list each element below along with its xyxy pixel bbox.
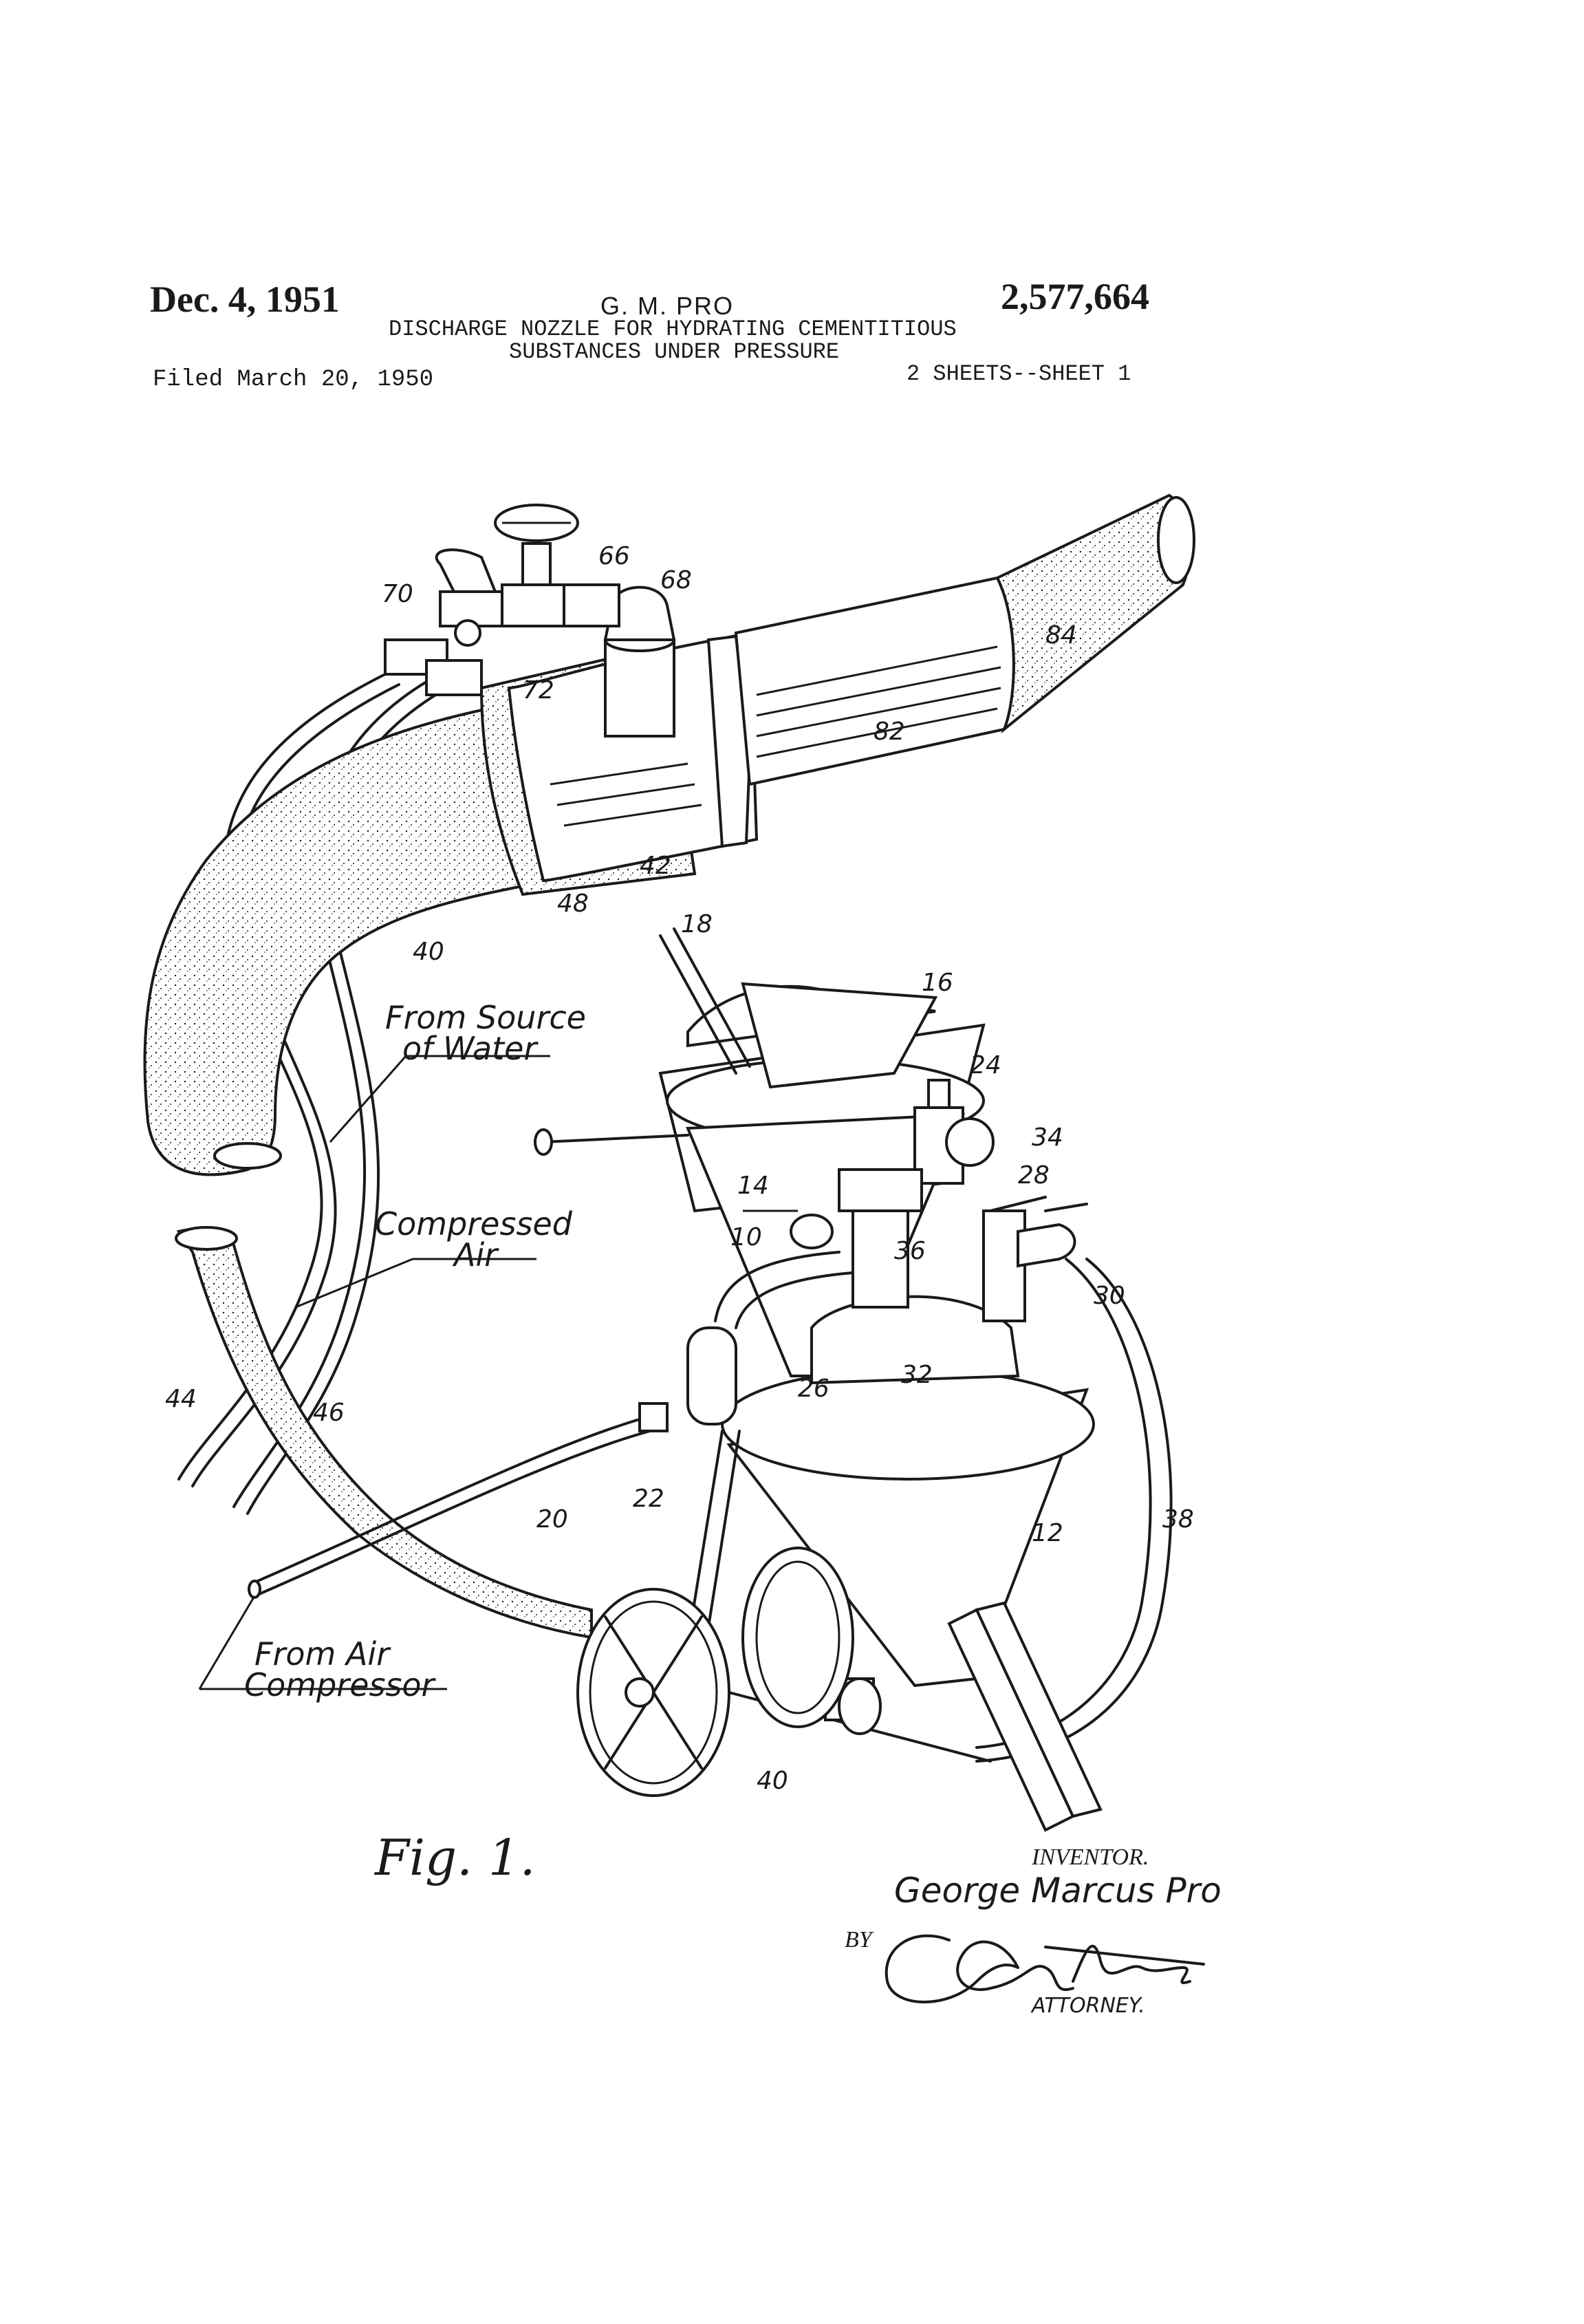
caption-compressor-line-1: From Air — [254, 1635, 391, 1672]
caption-compressor-line-2: Compressor — [244, 1666, 437, 1703]
coupling-nut — [706, 634, 752, 848]
numeral-42: 42 — [640, 852, 671, 880]
funnel-16 — [659, 927, 938, 1089]
caption-water-line-2: of Water — [402, 1030, 539, 1067]
patent-date: Dec. 4, 1951 — [150, 279, 340, 320]
attorney-label: ATTORNEY. — [1030, 1994, 1145, 2018]
sheet-count: 2 SHEETS--SHEET 1 — [907, 361, 1131, 387]
numeral-66: 66 — [598, 542, 630, 570]
numeral-36: 36 — [894, 1237, 926, 1265]
numeral-16: 16 — [922, 969, 953, 997]
valve-manifold — [838, 1079, 1088, 1322]
numeral-34: 34 — [1032, 1123, 1063, 1152]
numeral-46: 46 — [313, 1399, 345, 1427]
reference-numerals: 10 12 14 16 18 20 22 24 26 28 30 32 34 3… — [165, 542, 1194, 1795]
figure-label: Fig. 1. — [373, 1829, 536, 1886]
numeral-26: 26 — [798, 1375, 829, 1403]
numeral-44: 44 — [165, 1385, 197, 1413]
numeral-32: 32 — [901, 1361, 933, 1389]
rear-wheel — [741, 1547, 854, 1728]
filed-date: Filed March 20, 1950 — [153, 367, 434, 393]
numeral-70: 70 — [382, 580, 413, 608]
numeral-22: 22 — [633, 1485, 664, 1513]
extension-tube-82 — [734, 576, 1015, 786]
numeral-12: 12 — [1032, 1519, 1063, 1547]
numeral-24: 24 — [970, 1051, 1001, 1079]
nozzle-tip-84 — [995, 493, 1195, 734]
cart-frame — [680, 1430, 1103, 1832]
numeral-14: 14 — [737, 1172, 769, 1200]
numeral-40-cart: 40 — [757, 1767, 788, 1795]
numeral-28: 28 — [1018, 1161, 1050, 1190]
caption-air-line-2: Air — [452, 1236, 499, 1273]
attorney-signature — [885, 1934, 1205, 2003]
numeral-82: 82 — [874, 718, 905, 746]
numeral-84: 84 — [1045, 621, 1077, 649]
numeral-68: 68 — [660, 566, 692, 594]
numeral-10: 10 — [730, 1223, 762, 1251]
numeral-20: 20 — [536, 1505, 568, 1534]
caption-water-line-1: From Source — [385, 999, 586, 1036]
material-hose-40 — [143, 700, 593, 1639]
signature-block: INVENTOR. George Marcus Pro BY ATTORNEY. — [845, 1844, 1222, 2018]
patent-number: 2,577,664 — [1001, 276, 1149, 317]
air-supply-line-20 — [248, 1402, 669, 1599]
captions: From Source of Water Compressed Air From… — [244, 999, 586, 1703]
numeral-40-nozzle: 40 — [413, 938, 444, 966]
inventor-label: INVENTOR. — [1031, 1844, 1149, 1870]
numeral-30: 30 — [1094, 1282, 1125, 1310]
caption-leaders — [198, 1055, 550, 1690]
numeral-72: 72 — [523, 676, 554, 704]
by-label: BY — [845, 1927, 874, 1952]
supply-pipes — [686, 1251, 854, 1425]
patent-title-line-2: SUBSTANCES UNDER PRESSURE — [509, 339, 840, 365]
water-ring-fitting — [384, 504, 676, 738]
numeral-18: 18 — [681, 910, 713, 938]
inventor-name: George Marcus Pro — [894, 1871, 1222, 1911]
numeral-48: 48 — [557, 890, 589, 918]
inventor-header: G. M. PRO — [600, 292, 735, 320]
patent-title-line-1: DISCHARGE NOZZLE FOR HYDRATING CEMENTITI… — [389, 316, 957, 342]
numeral-38: 38 — [1162, 1505, 1194, 1534]
caption-air-line-1: Compressed — [375, 1205, 573, 1242]
front-wheel — [576, 1588, 730, 1797]
